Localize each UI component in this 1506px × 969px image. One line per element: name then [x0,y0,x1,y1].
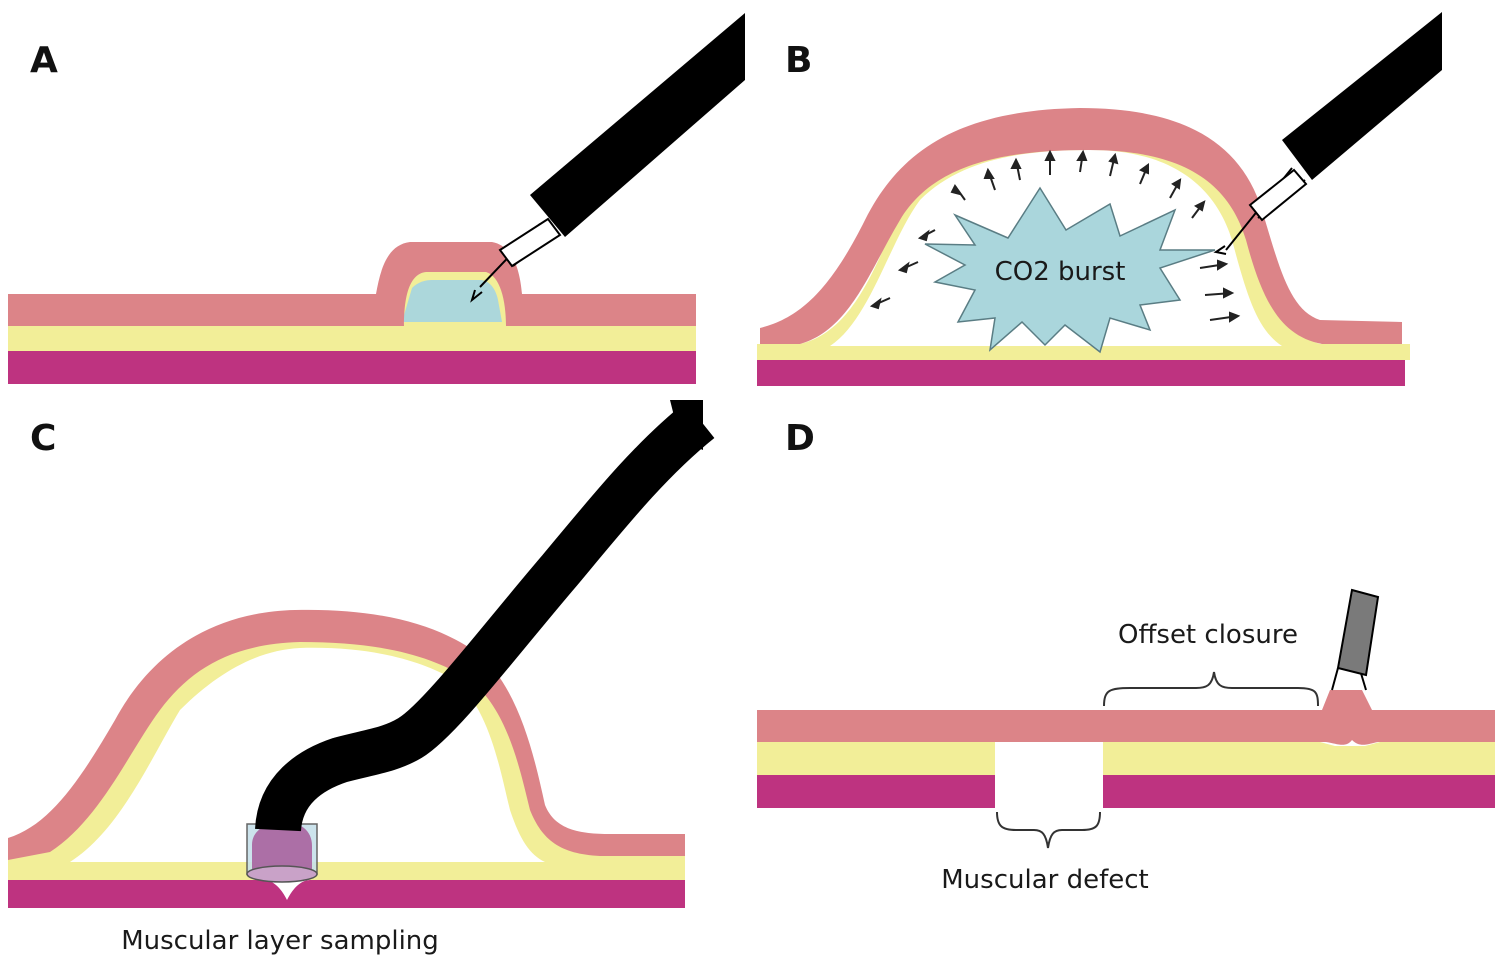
muscularis-layer [757,775,995,808]
panel-b: B CO2 burst [757,12,1442,386]
submucosa-layer [8,270,696,351]
muscularis-layer [8,880,685,908]
injection-fluid [402,280,502,322]
endoscope-icon [1282,12,1442,180]
panel-d: D Offset closure Muscular defect [757,418,1495,895]
panel-c: C Muscular layer sampling [8,400,715,956]
panel-b-letter: B [785,40,812,81]
endoscope-tip-flat [670,400,703,450]
mucosa-layer [757,690,1495,745]
panel-c-caption: Muscular layer sampling [121,926,439,956]
endoscope-icon [255,402,715,833]
submucosa-layer [1103,742,1495,775]
arrow-icon [869,149,1241,323]
panel-d-letter: D [785,418,815,459]
co2-burst-shape [924,186,1216,354]
panel-a: A [8,13,745,384]
muscular-defect-label: Muscular defect [941,865,1148,895]
offset-closure-label: Offset closure [1118,620,1298,650]
needle-injector-icon [1213,12,1442,255]
brace-icon [996,811,1101,849]
muscularis-layer [757,360,1405,386]
needle-injector-icon [470,13,745,303]
sampling-cap-icon [246,822,318,883]
mucosa-layer [8,609,685,860]
brace-icon [1103,671,1319,707]
panel-c-letter: C [30,418,56,459]
panel-a-letter: A [30,40,58,81]
muscularis-layer [1103,775,1495,808]
mucosa-layer [8,242,696,326]
submucosa-layer [757,742,995,775]
muscularis-layer [8,351,696,384]
endoscope-icon [530,13,745,237]
clip-icon [1331,588,1380,691]
mucosa-layer [760,108,1402,344]
co2-burst-label: CO2 burst [995,257,1126,287]
